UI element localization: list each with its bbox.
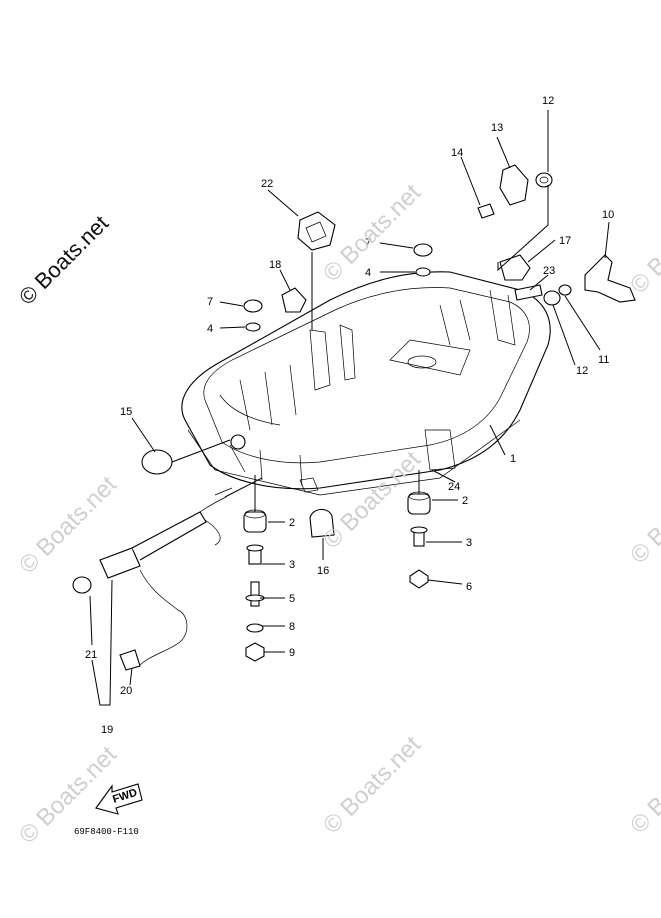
part-12-grommet-upper xyxy=(535,172,553,188)
callout-2-right: 2 xyxy=(462,495,468,507)
callout-2-left: 2 xyxy=(289,517,295,529)
callout-7-upper: 7 xyxy=(365,237,371,249)
engine-stop-switch xyxy=(99,487,233,671)
mount-2-left xyxy=(243,509,267,533)
washer-8 xyxy=(246,623,264,633)
callout-12-lower: 12 xyxy=(576,365,588,377)
callout-numbers: 12 13 14 22 7 4 18 7 4 17 23 10 11 12 1 … xyxy=(85,95,614,736)
leader-lines xyxy=(89,110,610,706)
callout-20: 20 xyxy=(120,685,132,697)
washer-4-upper xyxy=(415,267,431,277)
part-21-cap xyxy=(72,576,92,594)
callout-18: 18 xyxy=(269,259,281,271)
part-10-arm xyxy=(584,254,636,303)
part-23-plate xyxy=(514,284,543,301)
callout-24: 24 xyxy=(448,481,460,493)
callout-22: 22 xyxy=(261,178,273,190)
callout-1: 1 xyxy=(510,453,516,465)
callout-21: 21 xyxy=(85,649,97,661)
part-14-bolt xyxy=(477,203,495,219)
callout-7-left: 7 xyxy=(207,296,213,308)
part-15-plug xyxy=(141,449,173,475)
callout-11: 11 xyxy=(598,354,609,366)
callout-17: 17 xyxy=(559,235,571,247)
washer-4-left xyxy=(245,322,261,332)
bolt-6 xyxy=(409,569,429,589)
nut-9 xyxy=(245,642,265,662)
diagram-code: 69F8400-F110 xyxy=(74,827,139,837)
bottom-cowling xyxy=(181,271,551,496)
callout-8: 8 xyxy=(289,621,295,633)
part-12-grommet-lower xyxy=(543,290,561,306)
part-22-damper xyxy=(297,211,336,251)
callout-4-left: 4 xyxy=(207,323,213,335)
bolt-5 xyxy=(245,581,265,607)
callout-3-left: 3 xyxy=(289,559,295,571)
callout-19: 19 xyxy=(101,724,113,736)
collar-3-right xyxy=(410,526,428,547)
callout-6: 6 xyxy=(466,581,472,593)
part-18-clip xyxy=(281,287,307,313)
callout-4-upper: 4 xyxy=(365,267,371,279)
part-17-lever xyxy=(499,254,531,281)
callout-10: 10 xyxy=(602,209,614,221)
mount-2-right xyxy=(407,491,431,515)
callout-14: 14 xyxy=(451,147,463,159)
part-16-cap xyxy=(309,508,335,538)
callout-16: 16 xyxy=(317,565,329,577)
callout-3-right: 3 xyxy=(466,537,472,549)
callout-9: 9 xyxy=(289,647,295,659)
part-13-bracket xyxy=(499,164,529,206)
callout-5: 5 xyxy=(289,593,295,605)
fwd-arrow: FWD xyxy=(95,783,143,815)
nut-7-left xyxy=(243,299,263,313)
callout-13: 13 xyxy=(491,122,503,134)
nut-7-upper xyxy=(413,243,433,257)
callout-23: 23 xyxy=(543,265,555,277)
callout-15: 15 xyxy=(120,406,132,418)
collar-3-left xyxy=(246,544,264,565)
callout-12-upper: 12 xyxy=(542,95,554,107)
part-11-washer xyxy=(558,284,572,296)
